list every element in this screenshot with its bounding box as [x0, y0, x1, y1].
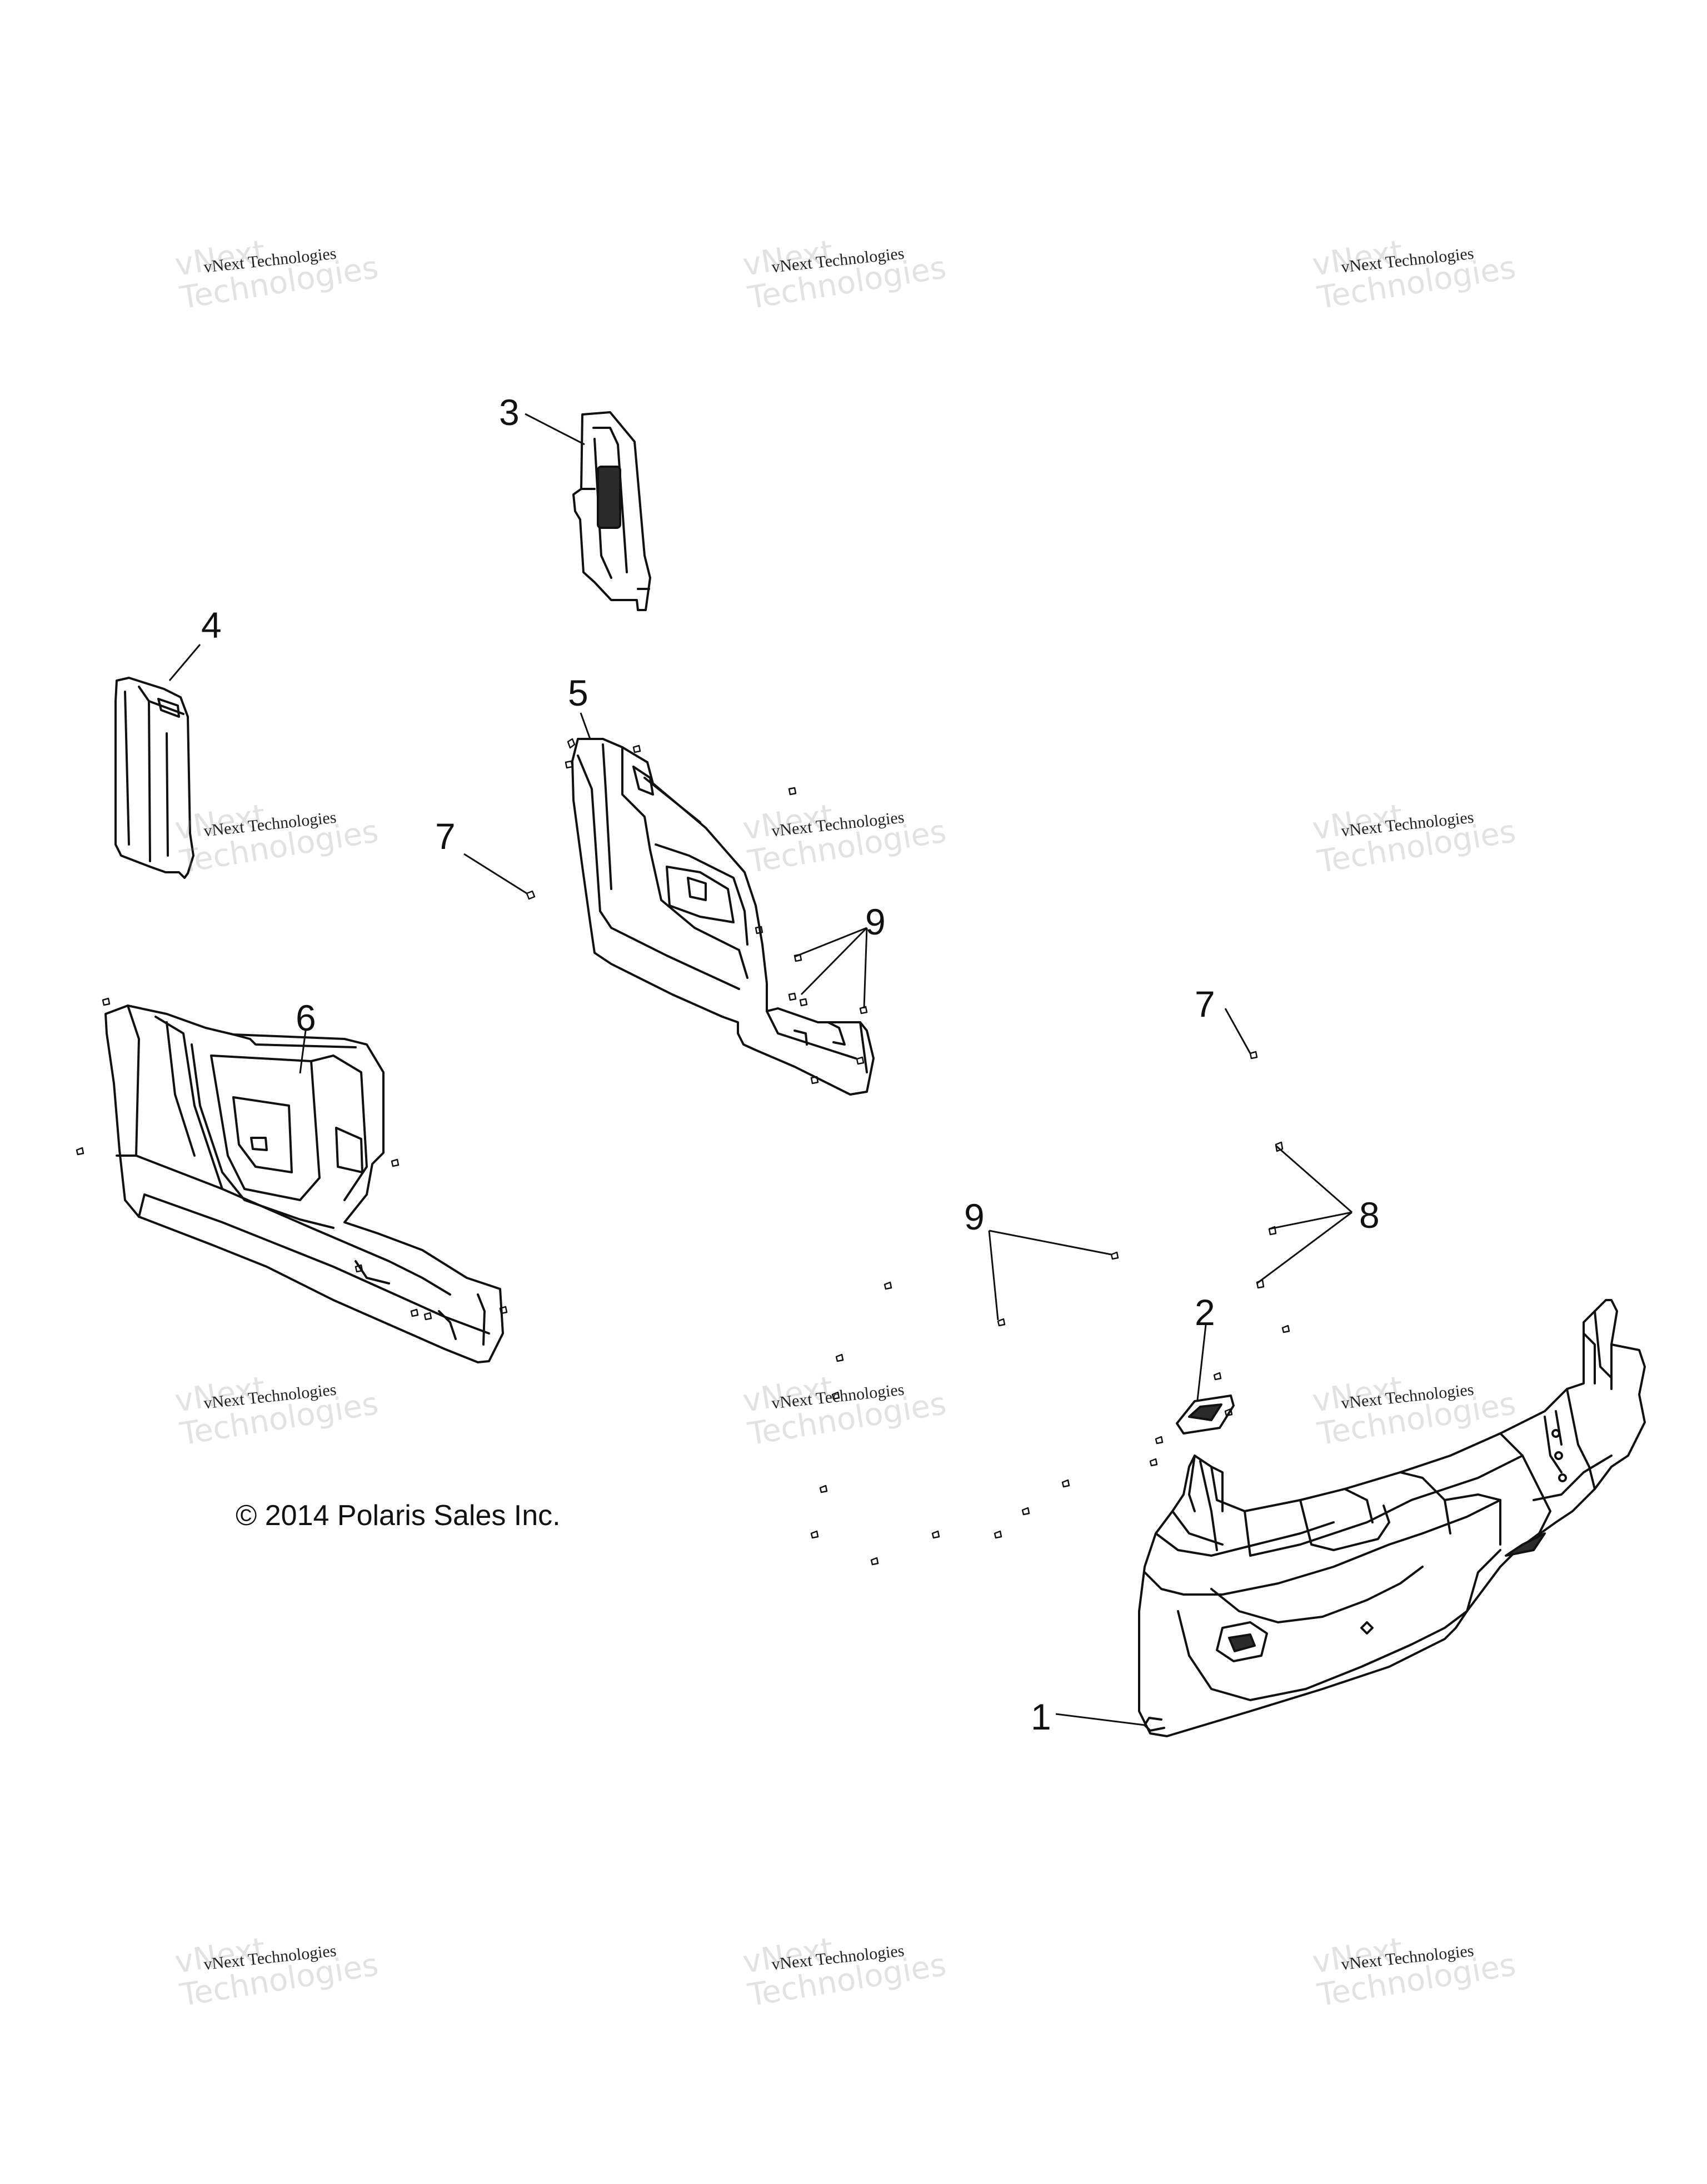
callout-8: 8 — [1359, 1195, 1380, 1236]
copyright-notice: © 2014 Polaris Sales Inc. — [236, 1500, 561, 1532]
callouts: 3 4 5 7 9 6 7 8 9 2 1 — [201, 392, 1380, 1737]
callout-7-left: 7 — [435, 816, 456, 857]
part-2-plate — [1176, 1395, 1235, 1435]
part-3-trim-panel — [572, 411, 651, 611]
callout-9-lower: 9 — [964, 1196, 985, 1237]
callout-3: 3 — [499, 392, 520, 433]
leader-lines — [168, 413, 1352, 1726]
callout-5: 5 — [568, 672, 588, 713]
part-4-trim-panel — [114, 677, 194, 879]
part-1-body-panel — [1138, 1299, 1646, 1737]
callout-6: 6 — [296, 997, 316, 1038]
fasteners — [76, 738, 1290, 1566]
part-5-door-panel — [571, 738, 875, 1096]
callout-1: 1 — [1031, 1696, 1051, 1737]
callout-4: 4 — [201, 604, 222, 646]
callout-9-upper: 9 — [865, 901, 886, 942]
callout-2: 2 — [1195, 1292, 1215, 1333]
part-6-door-panel — [104, 1004, 504, 1363]
callout-7-right: 7 — [1195, 983, 1215, 1024]
